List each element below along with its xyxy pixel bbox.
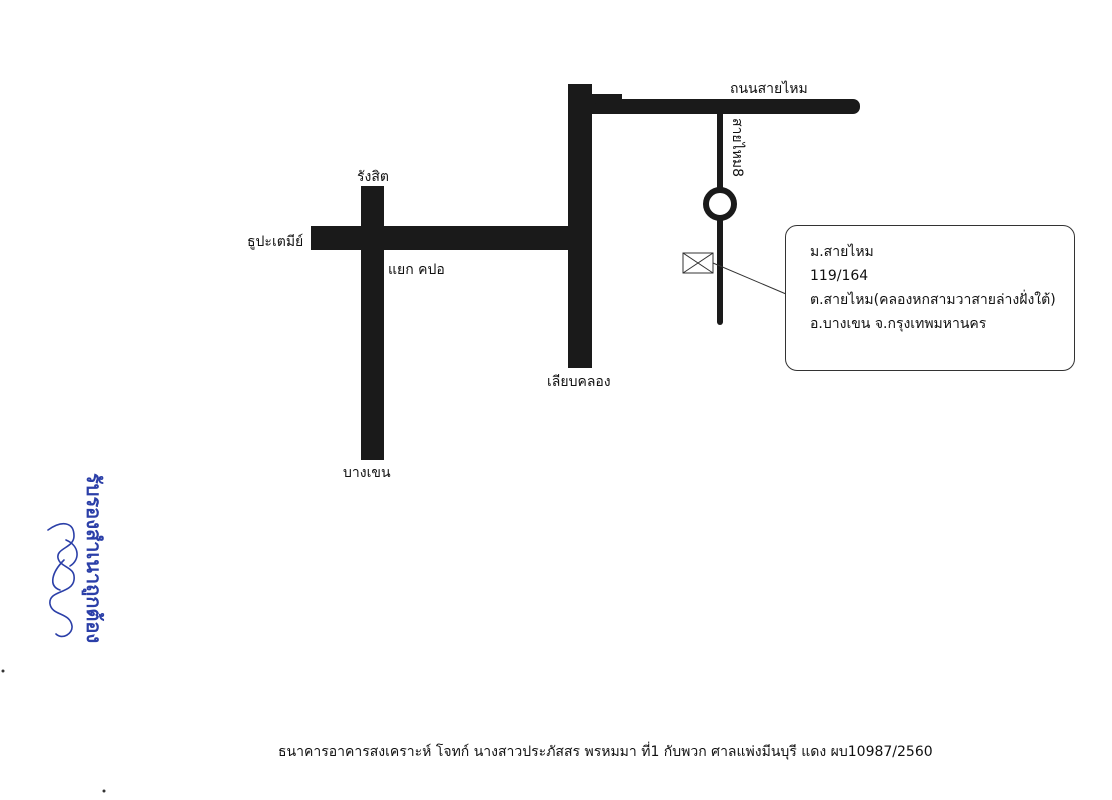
property-line-4: อ.บางเขน จ.กรุงเทพมหานคร	[810, 316, 987, 332]
road-east-west	[311, 226, 581, 250]
south-label: บางเขน	[343, 465, 391, 481]
roundabout-icon	[703, 187, 737, 221]
main-road-label: ถนนสายไหม	[730, 81, 808, 97]
dot-mark	[102, 789, 106, 793]
case-footer: ธนาคารอาคารสงเคราะห์ โจทก์ นางสาวประภัสส…	[278, 744, 933, 760]
property-line-1: ม.สายไหม	[810, 244, 874, 260]
road-canal	[568, 84, 592, 368]
dot-mark	[1, 669, 5, 673]
canal-road-label: เลียบคลอง	[547, 374, 611, 390]
road-north-south	[361, 186, 384, 460]
signature-scribble	[47, 523, 78, 638]
callout-leader	[712, 262, 787, 295]
property-callout: ม.สายไหม 119/164 ต.สายไหม(คลองหกสามวาสาย…	[785, 225, 1075, 371]
certification-stamp: รับรองสำเนาถูกต้อง	[82, 473, 106, 644]
soi-label: สายไหม8	[729, 118, 745, 178]
west-label: ธูปะเตมีย์	[247, 234, 304, 250]
property-marker-icon	[682, 252, 714, 274]
property-line-2: 119/164	[810, 268, 869, 284]
road-sai-mai	[595, 99, 860, 114]
north-label: รังสิต	[357, 169, 389, 185]
property-line-3: ต.สายไหม(คลองหกสามวาสายล่างฝั่งใต้)	[810, 292, 1056, 308]
junction-label: แยก คปอ	[388, 262, 445, 278]
